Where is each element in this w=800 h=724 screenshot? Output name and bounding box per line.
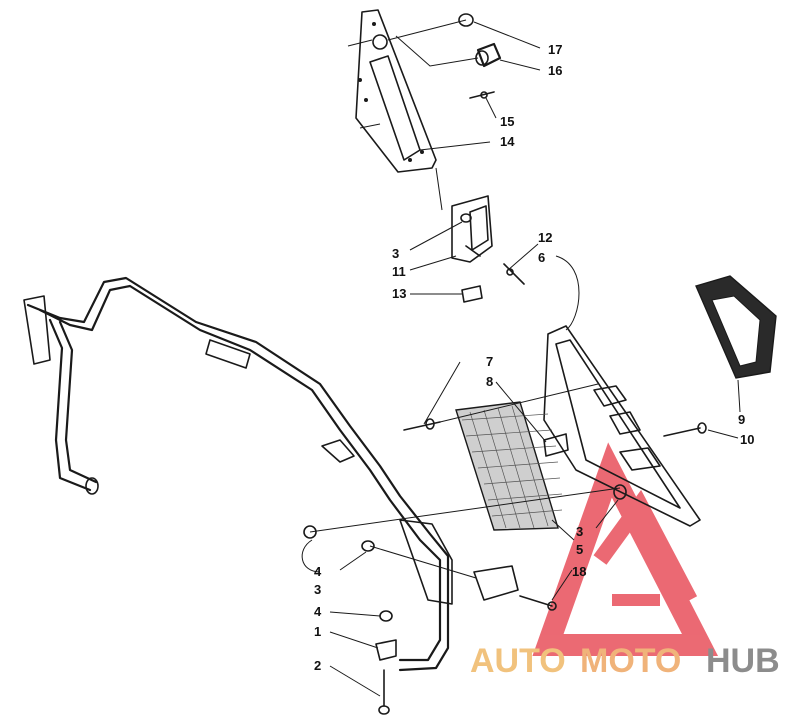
callout-3-left: 3 [314, 582, 321, 597]
callout-10: 10 [740, 432, 754, 447]
callout-6: 6 [538, 250, 545, 265]
watermark-logo [532, 442, 719, 656]
washer-17 [458, 13, 474, 27]
callout-14: 14 [500, 134, 515, 149]
screw-10 [663, 422, 707, 437]
watermark-moto: MOTO [580, 642, 681, 680]
lower-hardware [303, 525, 557, 715]
leader-lines [301, 19, 741, 697]
callout-2: 2 [314, 658, 321, 673]
screen-mesh-5 [455, 401, 563, 531]
watermark-text: AUTO MOTO HUB [470, 642, 780, 680]
watermark-hub: HUB [706, 642, 780, 680]
pad-9 [695, 275, 777, 379]
side-panel-6 [543, 325, 701, 527]
clip-13 [461, 285, 483, 303]
callout-18: 18 [572, 564, 586, 579]
callout-4-lower: 4 [314, 604, 322, 619]
callout-7: 7 [486, 354, 493, 369]
upper-bracket-plate [355, 9, 437, 173]
callout-17: 17 [548, 42, 562, 57]
mount-bracket-11 [451, 195, 493, 263]
callout-15: 15 [500, 114, 514, 129]
callout-3-panel: 3 [576, 524, 583, 539]
callout-8: 8 [486, 374, 493, 389]
spacer-8 [543, 433, 569, 457]
callout-3-upper: 3 [392, 246, 399, 261]
callout-16: 16 [548, 63, 562, 78]
callout-4-left: 4 [314, 564, 322, 579]
callout-9: 9 [738, 412, 745, 427]
nut-3 [613, 484, 627, 500]
callout-13: 13 [392, 286, 406, 301]
callout-labels: 17 16 15 14 3 11 13 12 6 7 8 9 10 3 5 18… [314, 42, 754, 673]
callout-5: 5 [576, 542, 583, 557]
callout-1: 1 [314, 624, 321, 639]
bushing-16 [475, 42, 502, 68]
pin-15 [469, 91, 495, 99]
watermark-auto: AUTO [470, 642, 566, 680]
screw-12 [503, 263, 525, 285]
screw-7 [403, 418, 441, 431]
callout-11: 11 [392, 264, 406, 279]
callout-12: 12 [538, 230, 552, 245]
tube-frame [23, 276, 453, 672]
